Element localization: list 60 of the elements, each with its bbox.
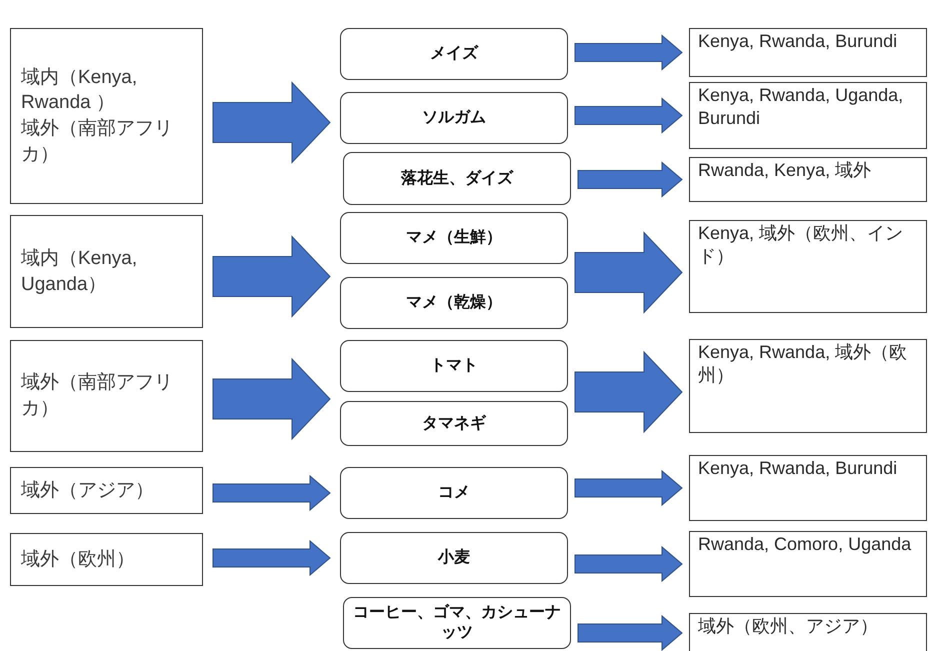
crop-box [340,277,568,329]
box-label: Kenya, 域外（欧州、インド） [698,222,904,267]
crop-box [340,28,568,80]
destination-box [689,82,927,149]
box-label: コーヒー、ゴマ、カシューナッツ [352,603,562,643]
box-label: マメ（乾燥） [406,293,502,313]
box-label: 域外（アジア） [21,478,155,503]
crop-box [343,597,571,649]
box-label: マメ（生鮮） [406,228,502,248]
destination-box [689,455,927,521]
crop-box [340,401,568,446]
block-arrow [212,81,331,164]
box-label: Rwanda, Kenya, 域外 [698,159,872,182]
box-label: トマト [430,356,478,376]
block-arrow [574,97,683,134]
box-label: 小麦 [438,548,470,568]
destination-box [689,613,927,651]
box-label: 域外（欧州） [21,548,136,572]
box-label: 落花生、ダイズ [401,168,513,188]
block-arrow [212,474,331,512]
block-arrow [574,231,683,314]
box-label: Rwanda, Comoro, Uganda [698,533,912,556]
box-label: タマネギ [422,414,486,434]
block-arrow [574,546,683,582]
box-label: Kenya, Rwanda, Uganda, Burundi [698,84,904,129]
crop-box [340,532,568,584]
origin-box [10,215,203,328]
crop-box [340,340,568,392]
box-label: コメ [438,483,470,503]
origin-box [10,533,203,586]
block-arrow [574,34,683,71]
destination-box [689,339,927,433]
crop-box [340,212,568,264]
crop-box [343,152,571,205]
box-label: 域外（南部アフリカ） [21,371,174,421]
destination-box [689,531,927,597]
box-label: 域内（Kenya, Rwanda ） [21,66,138,116]
box-label: ソルガム [422,108,486,128]
block-arrow [212,540,331,576]
block-arrow [212,358,331,440]
block-arrow [212,235,331,318]
box-label: 域外（南部アフリカ） [21,117,174,167]
box-label: Kenya, Rwanda, Burundi [698,30,898,52]
destination-box [689,220,927,313]
destination-box [689,157,927,202]
block-arrow [578,161,683,198]
block-arrow [574,470,683,506]
origin-box [10,28,203,204]
block-arrow [574,350,683,434]
box-label: Kenya, Rwanda, 域外（欧州） [698,341,908,386]
box-label: 域外（欧州、アジア） [698,615,879,638]
box-label: メイズ [430,44,478,64]
origin-box [10,467,203,514]
block-arrow [578,614,683,651]
box-label: 域内（Kenya, Uganda） [21,246,138,296]
box-label: Kenya, Rwanda, Burundi [698,457,898,480]
crop-box [340,92,568,144]
origin-box [10,340,203,452]
crop-box [340,467,568,519]
destination-box [689,28,927,77]
